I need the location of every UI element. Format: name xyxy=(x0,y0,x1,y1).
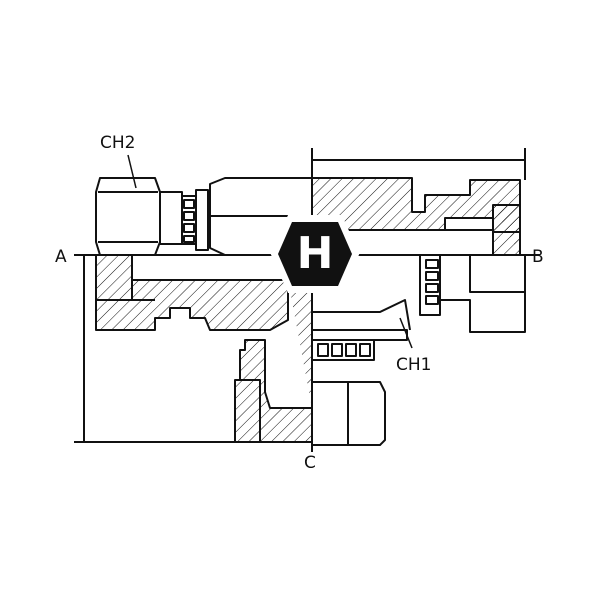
ch2-leader xyxy=(127,154,137,189)
label-a: A xyxy=(55,247,67,267)
brand-logo: H xyxy=(270,215,360,293)
left-swivel-nut xyxy=(95,177,209,256)
label-c: C xyxy=(304,453,316,473)
label-ch1: CH1 xyxy=(396,355,431,375)
label-b: B xyxy=(532,247,544,267)
vertical-body-section xyxy=(234,279,313,443)
ch1-leader xyxy=(399,317,413,349)
left-port-section xyxy=(95,254,289,331)
label-ch2: CH2 xyxy=(100,133,135,153)
logo-letter: H xyxy=(297,228,334,279)
top-body-right-section xyxy=(311,177,521,233)
